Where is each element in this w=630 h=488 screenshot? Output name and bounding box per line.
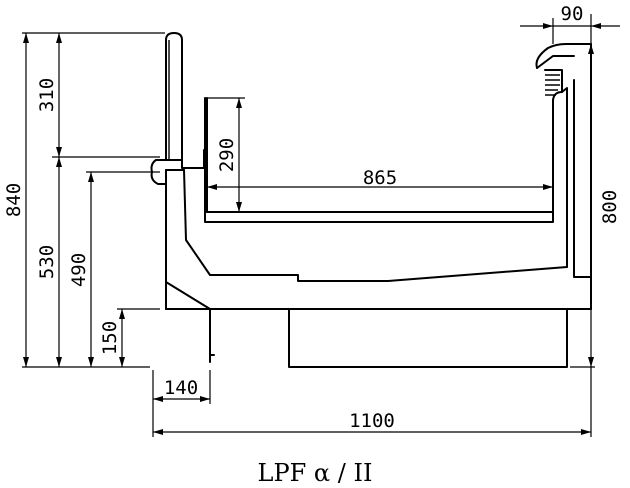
rear-cap [535,43,592,69]
dim-90-line [520,14,620,44]
dim-530-line [56,157,62,367]
dim-490-label: 490 [68,253,90,287]
dim-150-label: 150 [99,321,121,355]
model-caption: LPF α / II [258,459,373,487]
dim-840-label: 840 [3,183,25,217]
interior-shelf [204,97,554,223]
dim-150-line [117,308,160,367]
base-plinth [288,308,568,368]
dimension-lines [22,14,620,437]
dim-1100-line [153,367,592,437]
front-wall [165,169,568,310]
left-foot [209,308,215,363]
dim-290-line [205,97,245,212]
dim-490-line [86,171,160,367]
dim-1100-label: 1100 [349,410,395,432]
cabinet-outline [150,32,592,368]
dim-140-line [152,370,211,437]
dim-310-line [52,33,160,158]
dim-840-line [22,32,165,368]
rear-wall [552,87,568,268]
dim-140-label: 140 [164,377,198,399]
dimension-labels: 90 865 140 1100 840 310 530 490 150 290 … [3,3,621,432]
air-grille [545,74,560,96]
post-clamp [155,149,205,169]
dim-290-label: 290 [216,138,238,172]
dim-530-label: 530 [36,245,58,279]
dim-865-line [207,184,553,190]
front-glass-post [165,32,183,161]
dim-865-label: 865 [363,167,397,189]
dim-90-label: 90 [561,3,584,25]
dim-800-label: 800 [599,190,621,224]
dim-310-label: 310 [36,78,58,112]
